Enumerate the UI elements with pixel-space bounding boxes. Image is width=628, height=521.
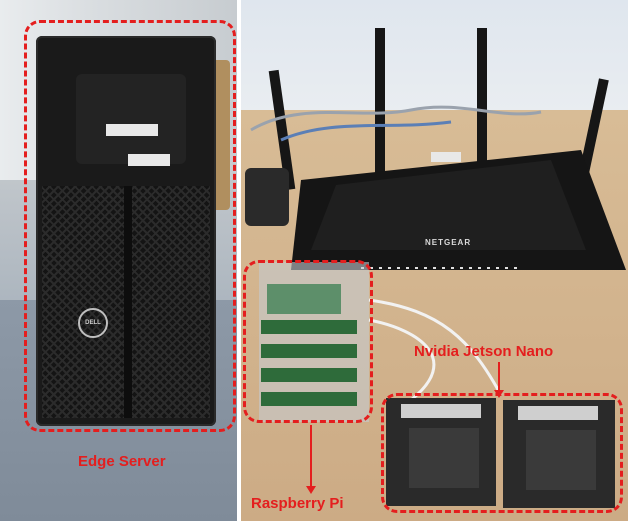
- raspberry-pi-label: Raspberry Pi: [251, 495, 344, 512]
- router-brand: NETGEAR: [425, 238, 472, 247]
- router-top-facet: [311, 160, 586, 250]
- antenna-2: [375, 28, 385, 188]
- router-sticker: [431, 152, 461, 162]
- jetson-heatsink-1: [409, 428, 479, 488]
- jetson-heatsink-2: [526, 430, 596, 490]
- pi-board-1: [261, 320, 357, 334]
- raspberry-pi-highlight: [243, 260, 373, 423]
- server-center-strip: [124, 186, 132, 418]
- antenna-1: [268, 69, 296, 191]
- pi-board-4: [261, 392, 357, 406]
- edge-server-photo: DELL Edge Server: [0, 0, 237, 521]
- cables-and-devices: [245, 28, 626, 508]
- pi-board-3: [261, 368, 357, 382]
- power-strip: [245, 168, 289, 226]
- pi-top-board: [267, 284, 341, 314]
- server-tower: DELL: [36, 36, 216, 426]
- edge-server-highlight: [24, 20, 236, 432]
- cluster-photo: NETGEAR Nvidia Jetson Nano Raspberry Pi: [241, 0, 628, 521]
- wall: [241, 0, 628, 110]
- cable-bundle: [250, 105, 542, 132]
- cable-bundle-blue: [280, 120, 452, 142]
- cable-white-1: [368, 298, 503, 396]
- jetson-nano-highlight: [381, 393, 623, 513]
- server-sticker: [106, 124, 158, 136]
- jetson-nano-label: Nvidia Jetson Nano: [414, 343, 554, 360]
- jetson-ports-1: [401, 404, 481, 418]
- server-sticker-2: [128, 154, 170, 166]
- server-top-handle: [76, 74, 186, 164]
- dell-logo: DELL: [78, 308, 108, 338]
- cable-white-2: [368, 318, 436, 402]
- edge-server-label: Edge Server: [78, 453, 166, 470]
- jetson-ports-2: [518, 406, 598, 420]
- pi-board-2: [261, 344, 357, 358]
- antenna-3: [477, 28, 487, 188]
- arrow-pi-head: [306, 486, 316, 494]
